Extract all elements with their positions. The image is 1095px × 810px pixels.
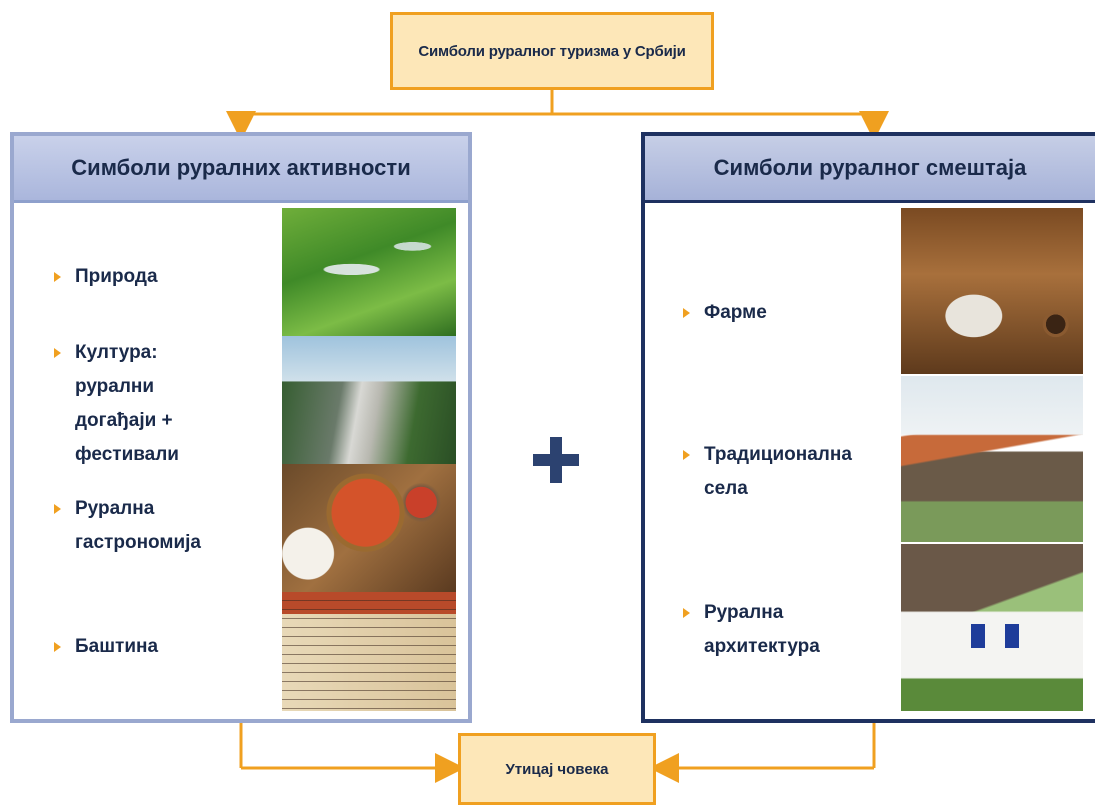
list-item-label: Култура: рурални догађаји + фестивали bbox=[75, 342, 179, 465]
rural-activities-panel: Симболи руралних активности Природа Култ… bbox=[10, 132, 472, 723]
fortress-photo bbox=[282, 336, 456, 464]
list-item-label: Рурална архитектура bbox=[704, 602, 820, 657]
list-item-label: Традиционална села bbox=[704, 444, 852, 499]
old-manuscript-photo bbox=[282, 592, 456, 711]
nature-river-photo bbox=[282, 208, 456, 336]
list-item-gastronomy: Рурална гастрономија bbox=[54, 492, 201, 560]
list-item-nature: Природа bbox=[54, 260, 158, 294]
triangle-right-icon bbox=[54, 504, 61, 514]
triangle-right-icon bbox=[54, 348, 61, 358]
list-item-label: Баштина bbox=[75, 636, 159, 657]
rural-house-photo bbox=[901, 544, 1083, 711]
list-item-culture: Култура: рурални догађаји + фестивали bbox=[54, 336, 179, 472]
rural-activities-heading: Симболи руралних активности bbox=[14, 136, 468, 203]
triangle-right-icon bbox=[683, 450, 690, 460]
triangle-right-icon bbox=[54, 642, 61, 652]
list-item-label: Фарме bbox=[704, 302, 767, 323]
list-item-label: Природа bbox=[75, 266, 158, 287]
plus-icon bbox=[533, 437, 579, 483]
list-item-villages: Традиционална села bbox=[683, 438, 852, 506]
traditional-food-photo bbox=[282, 464, 456, 592]
triangle-right-icon bbox=[54, 272, 61, 282]
list-item-heritage: Баштина bbox=[54, 630, 158, 664]
human-impact-box: Утицај човека bbox=[458, 733, 656, 805]
list-item-architecture: Рурална архитектура bbox=[683, 596, 820, 664]
triangle-right-icon bbox=[683, 608, 690, 618]
rural-accommodation-panel: Симболи руралног смештаја Фарме Традицио… bbox=[641, 132, 1095, 723]
rural-accommodation-heading: Симболи руралног смештаја bbox=[645, 136, 1095, 203]
title-box: Симболи руралног туризма у Србији bbox=[390, 12, 714, 90]
list-item-farms: Фарме bbox=[683, 296, 767, 330]
list-item-label: Рурална гастрономија bbox=[75, 498, 201, 553]
diagram-title: Симболи руралног туризма у Србији bbox=[418, 42, 686, 60]
human-impact-label: Утицај човека bbox=[505, 760, 609, 778]
triangle-right-icon bbox=[683, 308, 690, 318]
farm-interior-photo bbox=[901, 208, 1083, 374]
traditional-village-photo bbox=[901, 376, 1083, 542]
